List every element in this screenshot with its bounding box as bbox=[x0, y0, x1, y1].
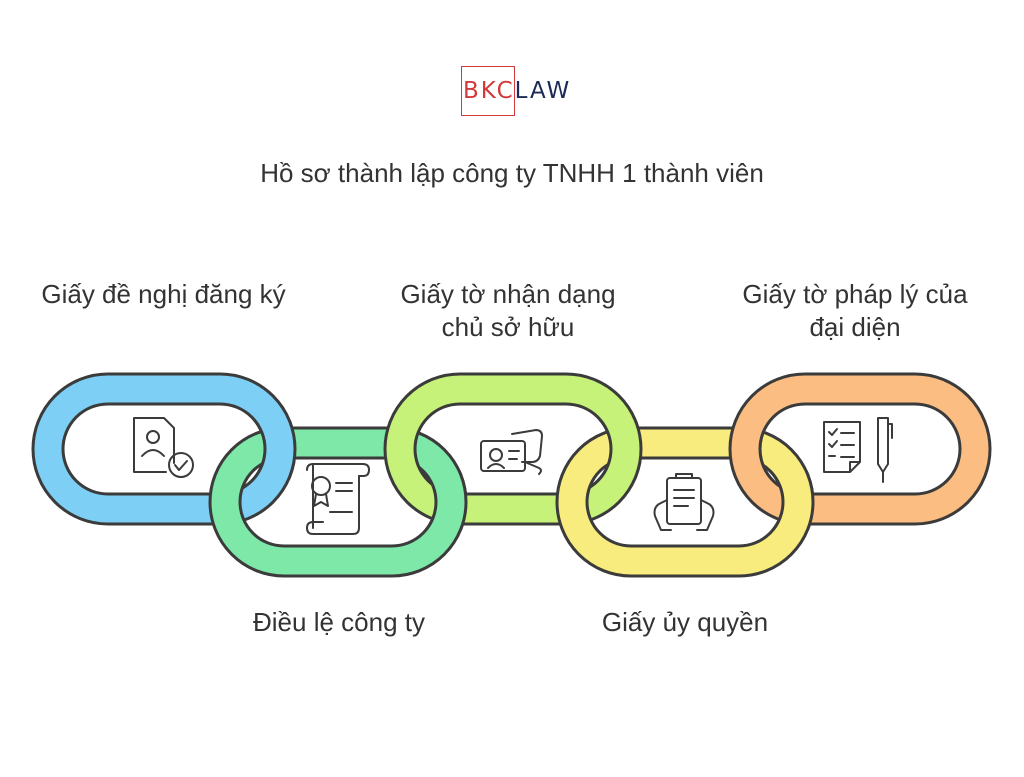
checklist-pen-icon bbox=[823, 417, 893, 483]
logo-text-law: LAW bbox=[514, 78, 572, 104]
label-power-of-attorney: Giấy ủy quyền bbox=[601, 607, 769, 637]
link-body-orange bbox=[731, 375, 989, 523]
id-card-hand-icon bbox=[480, 429, 543, 475]
certificate-scroll-icon bbox=[306, 463, 370, 535]
clipboard-hands-icon bbox=[653, 473, 715, 531]
logo-text-bkc: BKC bbox=[463, 78, 515, 104]
diagram-title: Hồ sơ thành lập công ty TNHH 1 thành viê… bbox=[260, 158, 764, 188]
person-document-check-icon bbox=[133, 417, 194, 478]
chain-link-orange bbox=[728, 372, 992, 526]
logo-frame bbox=[461, 66, 515, 116]
label-owner-identification: Giấy tờ nhận dạng chủ sở hữu bbox=[400, 279, 616, 342]
label-registration-request: Giấy đề nghị đăng ký bbox=[41, 279, 286, 309]
label-company-charter: Điều lệ công ty bbox=[253, 607, 425, 637]
label-representative-legal-papers: Giấy tờ pháp lý của đại diện bbox=[742, 279, 968, 342]
logo: BKCLAW bbox=[461, 66, 579, 116]
